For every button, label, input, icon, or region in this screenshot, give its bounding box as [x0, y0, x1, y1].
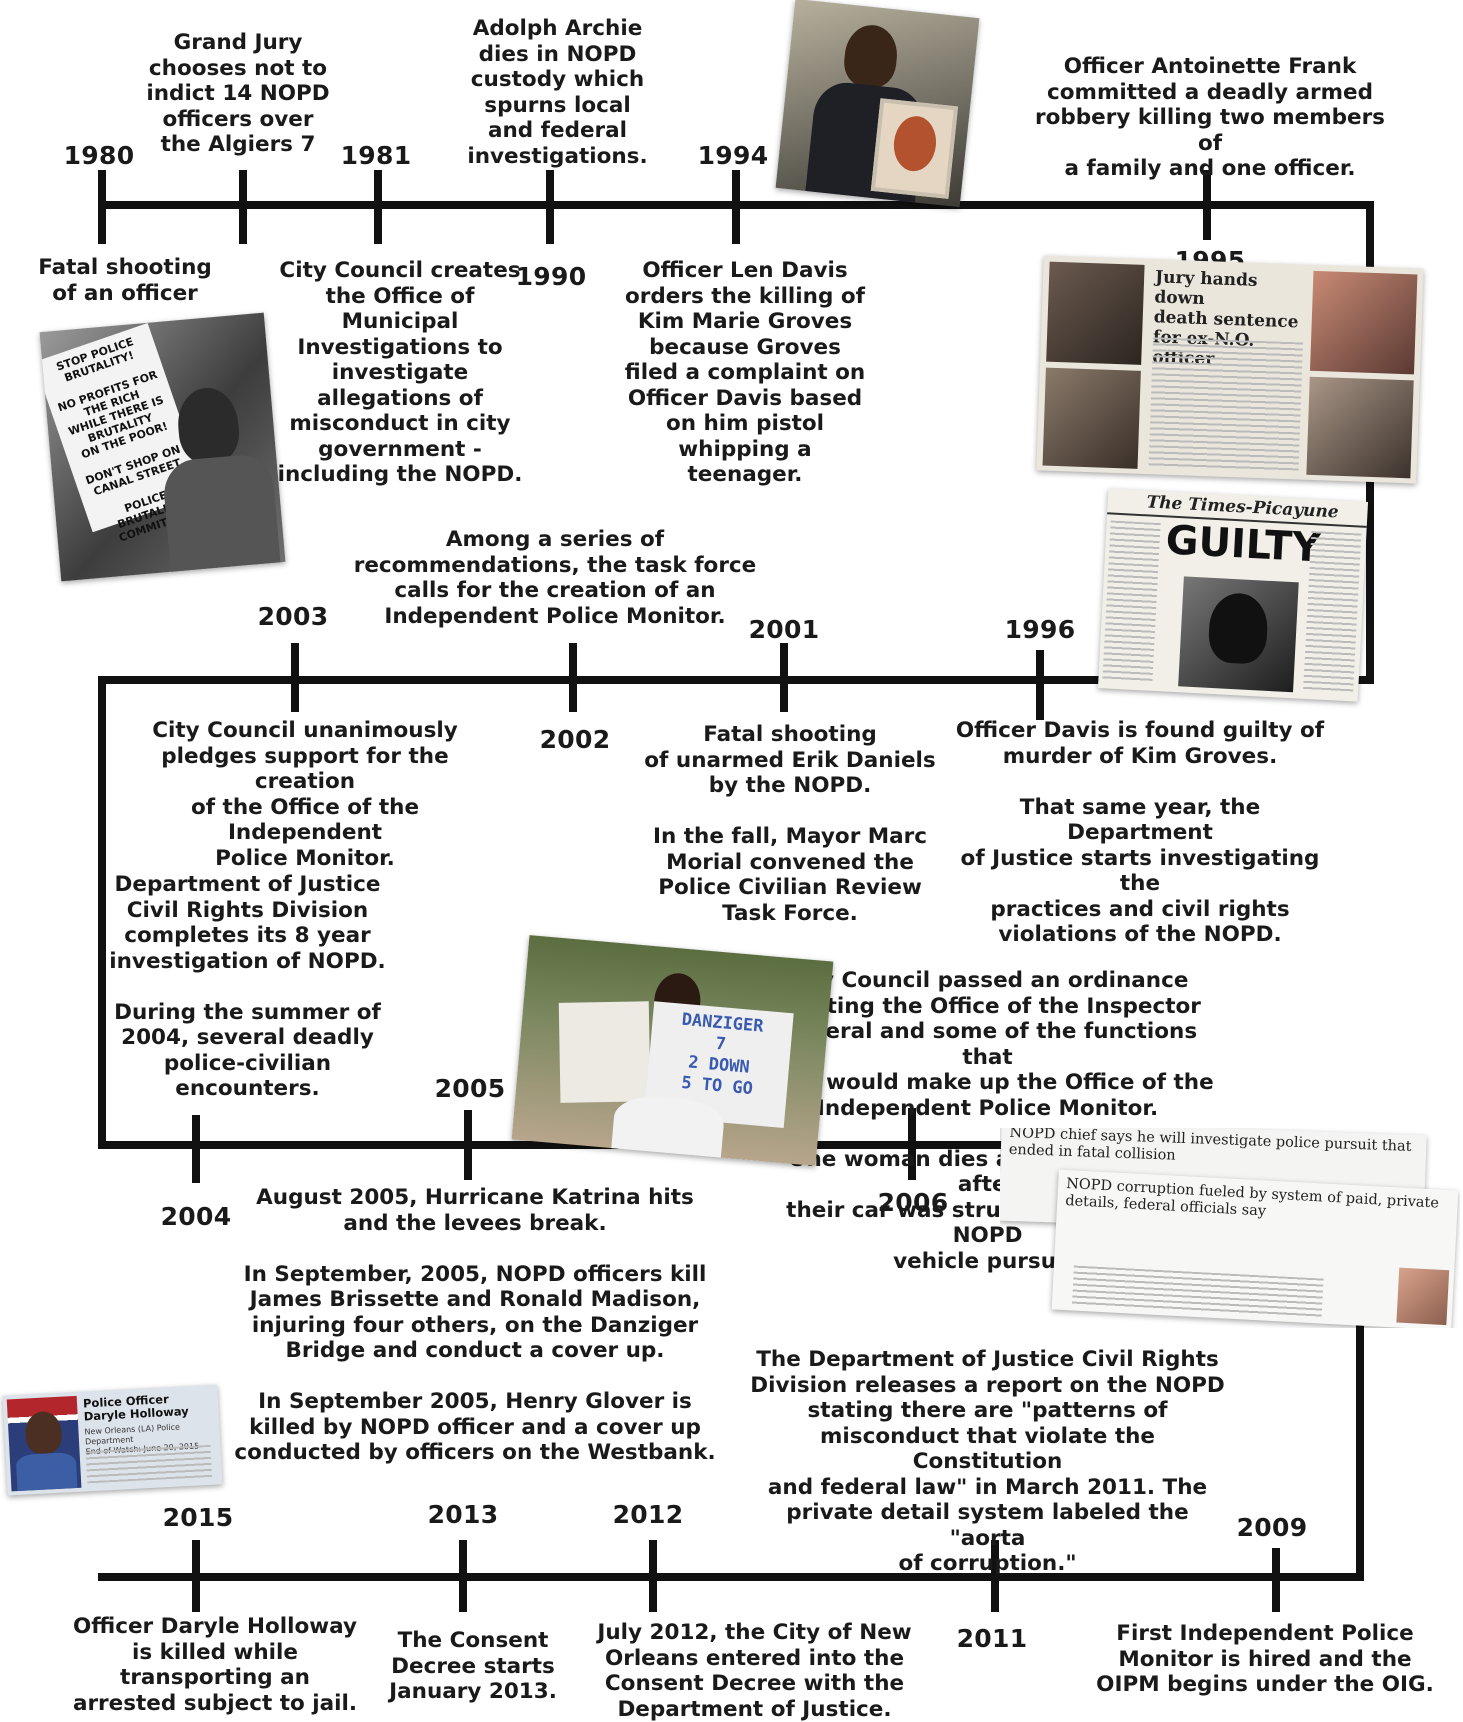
event-2015-text: Officer Daryle Holloway is killed while …: [72, 1614, 358, 1716]
event-2011-text: The Department of Justice Civil Rights D…: [750, 1347, 1225, 1576]
event-1995-text: Officer Antoinette Frank committed a dea…: [1035, 54, 1385, 181]
event-2009-text: First Independent Police Monitor is hire…: [1096, 1621, 1434, 1697]
framed-portrait: [870, 98, 959, 199]
event-grand-jury-text: Grand Jury chooses not to indict 14 NOPD…: [146, 30, 330, 157]
jury-clipping: Jury hands down death sentence for ex-N.…: [1036, 255, 1424, 484]
event-2004-text: Department of Justice Civil Rights Divis…: [109, 872, 386, 1101]
holloway-photo: [6, 1395, 82, 1492]
guilty-newspaper: The Times-Picayune GUILTY: [1097, 488, 1369, 702]
year-1981: 1981: [340, 141, 412, 170]
event-2013-text: The Consent Decree starts January 2013.: [389, 1628, 557, 1704]
year-1996: 1996: [1004, 615, 1076, 644]
newspaper-column-right: [1303, 531, 1362, 694]
year-2002: 2002: [539, 725, 611, 754]
newspaper-column: [1102, 520, 1161, 683]
clipping-text: [1148, 337, 1303, 473]
pursuit-clippings: NOPD chief says he will investigate poli…: [1000, 1128, 1460, 1328]
newspaper-headline: GUILTY: [1164, 517, 1323, 572]
clipping-photo-2: [1042, 367, 1141, 469]
year-2009: 2009: [1236, 1513, 1308, 1542]
event-2001-text: Fatal shooting of unarmed Erik Daniels b…: [644, 722, 936, 926]
corruption-text: [1071, 1265, 1324, 1319]
year-2015: 2015: [162, 1503, 234, 1532]
event-2003-text: City Council unanimously pledges support…: [152, 718, 458, 871]
woman-figure: [841, 22, 900, 90]
clipping-photo-3: [1310, 270, 1418, 375]
year-2011: 2011: [956, 1624, 1028, 1653]
event-1981-text: City Council creates the Office of Munic…: [277, 258, 523, 487]
holloway-card: Police Officer Daryle Holloway New Orlea…: [2, 1384, 223, 1496]
event-1980-text: Fatal shooting of an officer: [38, 255, 212, 306]
corruption-clipping: NOPD corruption fueled by system of paid…: [1051, 1169, 1459, 1328]
pursuit-headline: NOPD chief says he will investigate poli…: [1008, 1128, 1412, 1164]
protester-body: [161, 452, 282, 582]
holloway-title: Police Officer Daryle Holloway: [82, 1392, 190, 1424]
year-2013: 2013: [427, 1500, 499, 1529]
holloway-text: [85, 1444, 213, 1484]
year-1994: 1994: [697, 141, 769, 170]
event-2005-text: August 2005, Hurricane Katrina hits and …: [234, 1185, 716, 1465]
clipping-photo-4: [1306, 376, 1414, 479]
year-2004: 2004: [160, 1202, 232, 1231]
year-2005: 2005: [434, 1074, 506, 1103]
protest-photo: STOP POLICE BRUTALITY! NO PROFITS FOR TH…: [39, 312, 286, 582]
danziger-sign-left: [558, 1001, 651, 1103]
clipping-photo-1: [1046, 261, 1145, 365]
portrait-photo: [775, 0, 980, 208]
event-1996-text: Officer Davis is found guilty of murder …: [955, 718, 1325, 947]
year-2001: 2001: [748, 615, 820, 644]
newspaper-photo: [1178, 576, 1299, 693]
event-1990-text: Adolph Archie dies in NOPD custody which…: [467, 16, 648, 169]
year-1980: 1980: [63, 141, 135, 170]
danziger-photo: DANZIGER 7 2 DOWN 5 TO GO: [511, 935, 834, 1166]
protester-figure: [175, 385, 242, 466]
year-2003: 2003: [257, 602, 329, 631]
event-2012-text: July 2012, the City of New Orleans enter…: [597, 1620, 912, 1722]
event-1994-text: Officer Len Davis orders the killing of …: [624, 258, 866, 487]
year-2012: 2012: [612, 1500, 684, 1529]
corruption-photo: [1396, 1267, 1450, 1326]
year-1990: 1990: [515, 262, 587, 291]
year-2006: 2006: [877, 1188, 949, 1217]
event-2002-text: Among a series of recommendations, the t…: [353, 527, 757, 629]
